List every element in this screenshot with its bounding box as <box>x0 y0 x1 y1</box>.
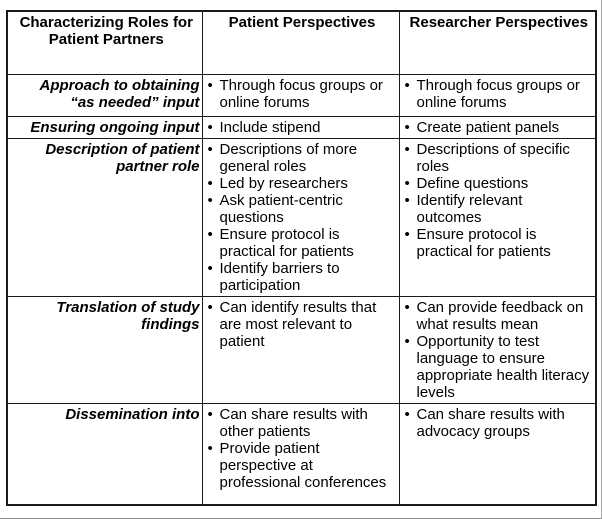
bullet-item: Include stipend <box>208 119 397 136</box>
researcher-cell: Through focus groups or online forums <box>398 73 597 117</box>
bullet-list: Through focus groups or online forums <box>208 77 397 111</box>
patient-cell: Through focus groups or online forums <box>201 73 400 117</box>
row-translation-of-findings: Translation of study findings Can identi… <box>6 295 597 404</box>
row-approach-as-needed-input: Approach to obtaining “as needed” input … <box>6 73 597 117</box>
bullet-item: Through focus groups or online forums <box>405 77 594 111</box>
row-label: Translation of study findings <box>6 295 203 404</box>
bullet-item: Can share results with advocacy groups <box>405 406 594 440</box>
patient-cell: Include stipend <box>201 115 400 139</box>
bullet-item: Ensure protocol is practical for patient… <box>405 226 594 260</box>
row-dissemination: Dissemination into Can share results wit… <box>6 402 597 506</box>
researcher-cell: Create patient panels <box>398 115 597 139</box>
row-label: Approach to obtaining “as needed” input <box>6 73 203 117</box>
bullet-item: Descriptions of more general roles <box>208 141 397 175</box>
header-cell-characterizing-roles: Characterizing Roles for Patient Partner… <box>6 10 203 75</box>
patient-cell: Can share results with other patients Pr… <box>201 402 400 506</box>
bullet-list: Can share results with other patients Pr… <box>208 406 397 491</box>
bullet-list: Through focus groups or online forums <box>405 77 594 111</box>
researcher-cell: Can provide feedback on what results mea… <box>398 295 597 404</box>
roles-table: Characterizing Roles for Patient Partner… <box>6 10 597 506</box>
bullet-item: Identify barriers to participation <box>208 260 397 294</box>
bullet-list: Can provide feedback on what results mea… <box>405 299 594 401</box>
bullet-list: Can share results with advocacy groups <box>405 406 594 440</box>
bullet-list: Include stipend <box>208 119 397 136</box>
bullet-list: Descriptions of specific roles Define qu… <box>405 141 594 260</box>
bullet-item: Can share results with other patients <box>208 406 397 440</box>
bullet-item: Led by researchers <box>208 175 397 192</box>
header-cell-patient-perspectives: Patient Perspectives <box>201 10 400 75</box>
bullet-item: Ask patient-centric questions <box>208 192 397 226</box>
row-label: Ensuring ongoing input <box>6 115 203 139</box>
row-label: Dissemination into <box>6 402 203 506</box>
header-cell-researcher-perspectives: Researcher Perspectives <box>398 10 597 75</box>
bullet-list: Descriptions of more general roles Led b… <box>208 141 397 294</box>
bullet-item: Through focus groups or online forums <box>208 77 397 111</box>
bullet-list: Create patient panels <box>405 119 594 136</box>
researcher-cell: Descriptions of specific roles Define qu… <box>398 137 597 297</box>
bullet-item: Opportunity to test language to ensure a… <box>405 333 594 401</box>
bullet-item: Can provide feedback on what results mea… <box>405 299 594 333</box>
patient-cell: Descriptions of more general roles Led b… <box>201 137 400 297</box>
patient-cell: Can identify results that are most relev… <box>201 295 400 404</box>
row-label: Description of patient partner role <box>6 137 203 297</box>
bullet-item: Identify relevant outcomes <box>405 192 594 226</box>
bullet-item: Define questions <box>405 175 594 192</box>
bullet-list: Can identify results that are most relev… <box>208 299 397 350</box>
bullet-item: Can identify results that are most relev… <box>208 299 397 350</box>
bullet-item: Create patient panels <box>405 119 594 136</box>
bullet-item: Descriptions of specific roles <box>405 141 594 175</box>
researcher-cell: Can share results with advocacy groups <box>398 402 597 506</box>
row-ensuring-ongoing-input: Ensuring ongoing input Include stipend C… <box>6 115 597 139</box>
row-description-partner-role: Description of patient partner role Desc… <box>6 137 597 297</box>
bullet-item: Ensure protocol is practical for patient… <box>208 226 397 260</box>
bullet-item: Provide patient perspective at professio… <box>208 440 397 491</box>
header-row: Characterizing Roles for Patient Partner… <box>6 10 597 75</box>
